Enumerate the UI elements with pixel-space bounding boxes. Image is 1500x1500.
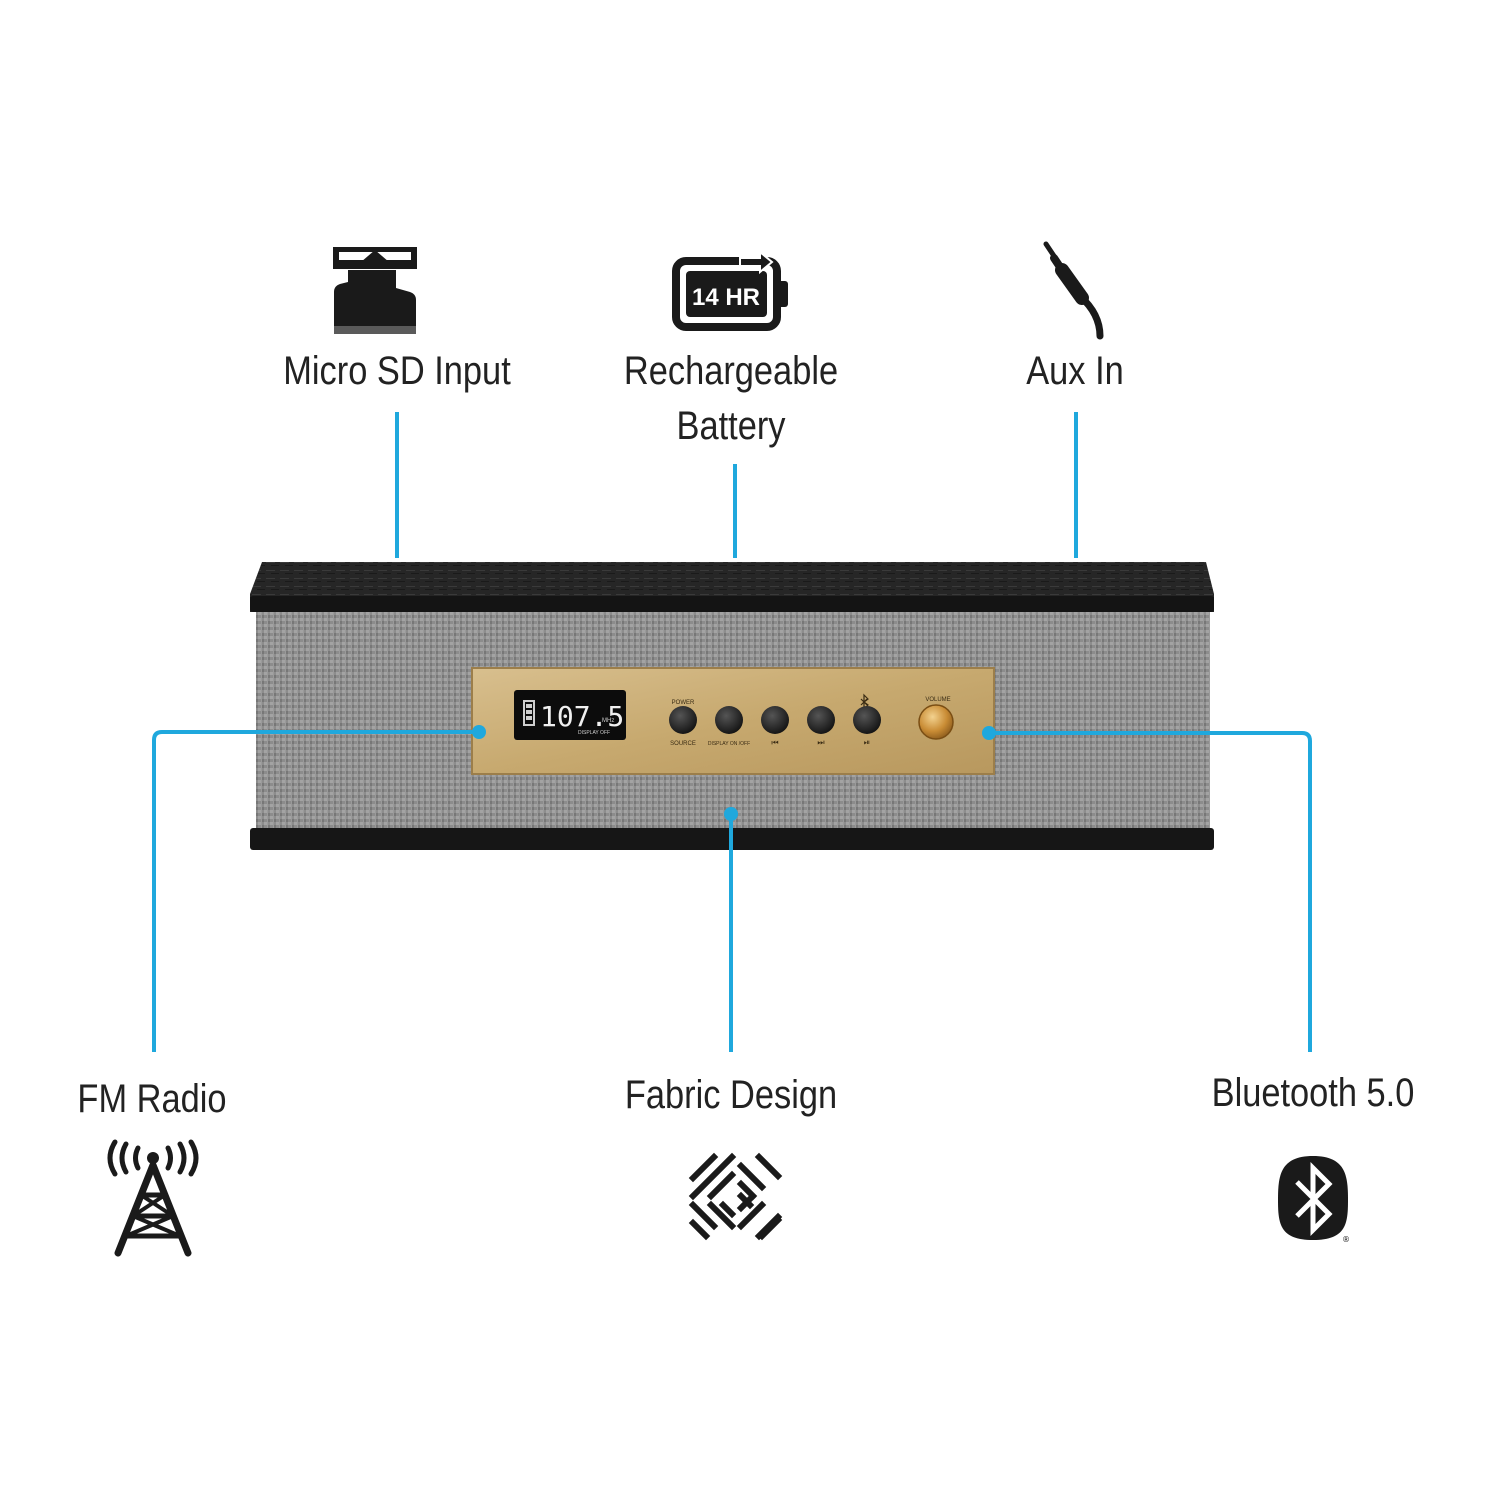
callout-dot-fm-radio xyxy=(472,725,486,739)
feature-label-micro-sd: Micro SD Input xyxy=(283,349,511,393)
display-toggle-button[interactable] xyxy=(715,706,743,734)
battery-icon-text: 14 HR xyxy=(692,284,760,311)
button-power-top-label: POWER xyxy=(672,700,695,706)
callout-dot-fabric xyxy=(724,807,738,821)
feature-label-bluetooth: Bluetooth 5.0 xyxy=(1211,1071,1415,1115)
micro-sd-card-icon xyxy=(333,247,417,334)
lcd-battery-bar-1 xyxy=(526,704,532,708)
lcd-sub-label: DISPLAY OFF xyxy=(578,730,610,736)
lcd-battery-indicator xyxy=(523,700,535,726)
button-next-bottom-label: ⏭ xyxy=(817,738,824,747)
callout-lines xyxy=(152,412,1312,1052)
volume-knob-label: VOLUME xyxy=(925,697,950,703)
lcd-unit: MHz xyxy=(602,718,614,724)
lcd-battery-bar-2 xyxy=(526,710,532,714)
battery-icon: 14 HR xyxy=(672,249,788,331)
callout-dot-bluetooth xyxy=(982,726,996,740)
lcd-frequency: 107.5 xyxy=(540,700,624,733)
feature-label-fm-radio: FM Radio xyxy=(77,1077,227,1121)
lcd-battery-bar-3 xyxy=(526,716,532,720)
aux-plug-icon xyxy=(1043,241,1104,340)
feature-label-fabric: Fabric Design xyxy=(624,1073,838,1117)
woven-fabric-icon xyxy=(688,1152,783,1241)
next-track-button[interactable] xyxy=(807,706,835,734)
button-power-bottom-label: SOURCE xyxy=(670,741,696,747)
callout-line-fm-radio xyxy=(152,730,478,1052)
power-source-button[interactable] xyxy=(669,706,697,734)
callout-line-bluetooth xyxy=(990,731,1312,1052)
volume-knob[interactable] xyxy=(918,704,954,740)
previous-track-button[interactable] xyxy=(761,706,789,734)
speaker-device: 107.5 MHz DISPLAY OFF POWER SOURCE DISPL… xyxy=(250,562,1214,850)
speaker-top-edge xyxy=(250,596,1214,612)
bluetooth-icon: ® xyxy=(1278,1156,1350,1244)
button-prev-bottom-label: ⏮ xyxy=(771,738,778,747)
button-play-bottom-label: ⏯ xyxy=(864,738,870,747)
button-display-bottom-label: DISPLAY ON /OFF xyxy=(708,741,750,747)
feature-label-battery-line2: Battery xyxy=(676,404,786,448)
svg-text:®: ® xyxy=(1342,1235,1350,1244)
feature-label-aux: Aux In xyxy=(1026,349,1124,393)
radio-tower-icon xyxy=(107,1139,199,1257)
play-pause-button[interactable] xyxy=(853,706,881,734)
feature-label-battery-line1: Rechargeable xyxy=(623,349,839,393)
lcd-display xyxy=(514,690,626,740)
